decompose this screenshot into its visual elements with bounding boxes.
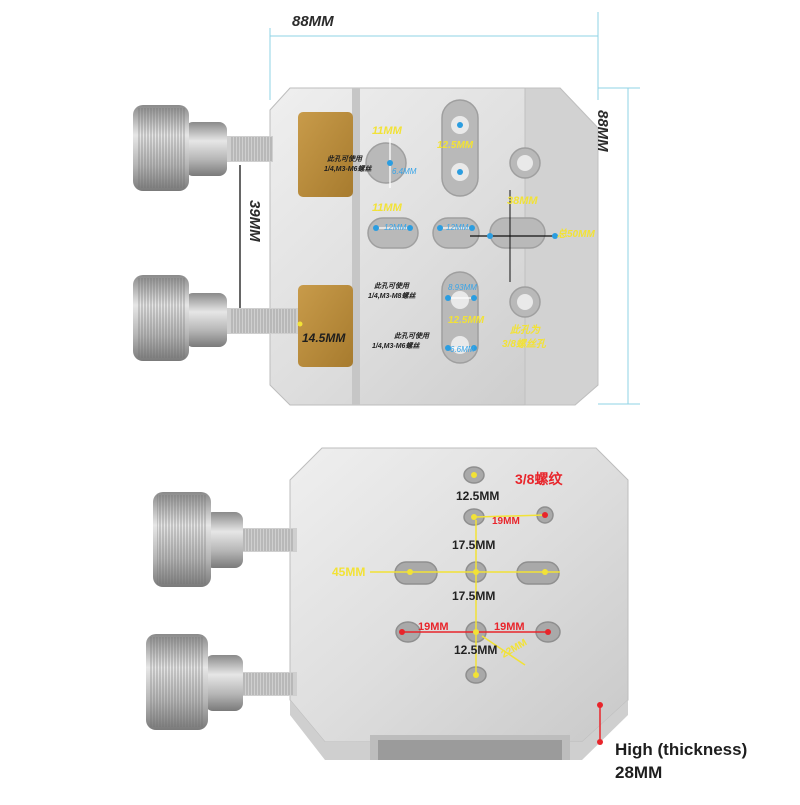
knob-bottom [133, 275, 298, 361]
height-label: 88MM [594, 110, 611, 152]
thickness-line-2: 28MM [615, 763, 663, 782]
brass-pad-top [298, 112, 353, 197]
thread-offset: 19MM [492, 516, 520, 527]
hole-top-small: 6.4MM [392, 167, 417, 176]
slot-row-right-width: 38MM [507, 195, 538, 207]
top-clamp [133, 12, 640, 406]
right-offset: 19MM [494, 621, 525, 633]
slot-row-right-offset: 总50MM [557, 229, 595, 240]
knob-spacing-label: 39MM [246, 200, 263, 242]
hole-top-note-1: 此孔可使用 [327, 156, 362, 163]
top-spacing: 12.5MM [456, 489, 500, 503]
knob-bottom-lower [146, 634, 297, 730]
lower-spacing: 17.5MM [452, 589, 496, 603]
thread-label: 3/8螺纹 [515, 471, 563, 487]
knob-bottom-upper [153, 492, 297, 587]
slot-low-small: 6.6MM [450, 345, 475, 354]
bottom-spacing: 12.5MM [454, 643, 498, 657]
bottom-clamp [146, 447, 629, 760]
hole-right-note-1: 此孔为 [510, 325, 540, 336]
slot-mid-label: 8.93MM [448, 283, 477, 292]
hole-right-note-2: 3/8螺丝孔 [502, 339, 546, 350]
slot-low-label: 12.5MM [448, 315, 485, 326]
upper-spacing: 17.5MM [452, 538, 496, 552]
pad-label: 14.5MM [302, 331, 346, 345]
hole-low-note-1: 此孔可使用 [394, 333, 429, 340]
slot-top-label: 12.5MM [437, 140, 474, 151]
slot-span: 45MM [332, 565, 366, 579]
hole-top-width: 11MM [372, 125, 402, 137]
hole-mid-note-2: 1/4,M3-M8螺丝 [368, 293, 416, 300]
slot-row-left-inner: 12MM [384, 223, 407, 232]
hole-top-note-2: 1/4,M3-M6螺丝 [324, 166, 372, 173]
left-offset: 19MM [418, 621, 449, 633]
brass-pad-bottom [298, 285, 353, 367]
slot-row-left-width: 11MM [372, 202, 402, 214]
knob-top [133, 105, 273, 191]
hole-low-note-2: 1/4,M3-M6螺丝 [372, 343, 420, 350]
width-label: 88MM [292, 13, 334, 30]
slot-row-mid-inner: 12MM [446, 223, 469, 232]
hole-mid-note-1: 此孔可使用 [374, 283, 409, 290]
thickness-line-1: High (thickness) [615, 740, 748, 759]
